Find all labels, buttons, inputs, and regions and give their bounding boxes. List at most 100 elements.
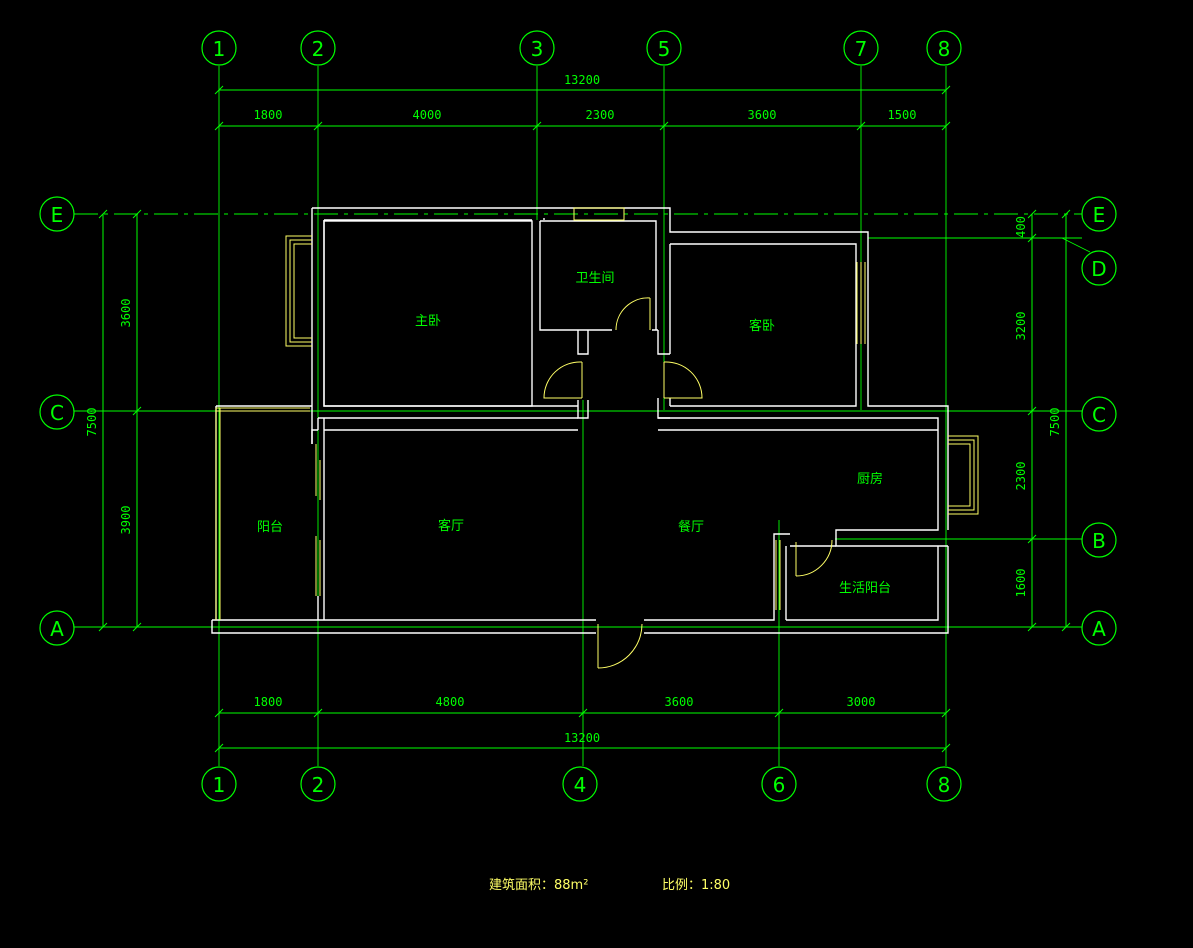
axis-bubble: [843, 30, 879, 66]
dim-label-right: 400: [1014, 216, 1028, 238]
axis-bubble: [761, 766, 797, 802]
wall-bathroom: [539, 220, 670, 355]
door-guest-bedroom: [663, 361, 703, 399]
axis-bubble: [39, 196, 75, 232]
wall-guest-bedroom: [669, 243, 857, 407]
axis-label-top-2: 2: [312, 37, 325, 61]
window-utility-balcony: [775, 540, 781, 610]
wall-living-top: [311, 417, 948, 620]
axis-label-bottom-6: 6: [773, 773, 786, 797]
room-label-balcony: 阳台: [257, 520, 283, 535]
dimension-labels: 13200 1800 4000 2300 3600 1500 1800 4800…: [85, 73, 1062, 745]
door-utility-balcony: [795, 539, 833, 577]
dim-tick: [1027, 622, 1037, 632]
axis-label-left-A: A: [50, 617, 64, 641]
left-axis-bubbles: E C A: [39, 196, 75, 646]
dim-tick: [774, 708, 784, 718]
axis-label-bottom-1: 1: [213, 773, 226, 797]
wall-living-inner: [324, 417, 949, 620]
dim-label-top: 1500: [888, 108, 917, 122]
axis-bubble: [1081, 610, 1117, 646]
dim-tick: [98, 209, 108, 219]
dim-tick: [132, 406, 142, 416]
window-balcony: [215, 407, 310, 620]
dim-tick: [578, 708, 588, 718]
room-label-living-room: 客厅: [438, 518, 464, 534]
dim-tick: [132, 622, 142, 632]
dim-tick: [1061, 622, 1071, 632]
room-label-master-bedroom: 主卧: [415, 314, 441, 329]
axis-label-top-3: 3: [531, 37, 544, 61]
axis-bubble: [926, 766, 962, 802]
dim-label-right: 3200: [1014, 312, 1028, 341]
scale-label: 比例：1:80: [662, 878, 730, 893]
dim-label-right: 2300: [1014, 462, 1028, 491]
dim-tick: [532, 121, 542, 131]
room-label-utility-balcony: 生活阳台: [839, 581, 891, 596]
dim-label-bottom-total: 13200: [564, 731, 600, 745]
dim-label-top: 2300: [586, 108, 615, 122]
dim-label-left: 3600: [119, 299, 133, 328]
wall-balcony: [215, 405, 312, 620]
axis-label-right-B: B: [1092, 529, 1106, 553]
axis-label-bottom-2: 2: [312, 773, 325, 797]
window-bathroom: [573, 207, 625, 221]
axis-bubble: [1081, 196, 1117, 232]
dim-tick: [941, 708, 951, 718]
sliding-door-balcony: [315, 444, 321, 596]
axis-leader-D: [1061, 237, 1091, 253]
room-label-guest-bedroom: 客卧: [749, 318, 775, 334]
door-master-bedroom: [543, 361, 583, 399]
dim-tick: [214, 121, 224, 131]
axis-label-right-A: A: [1092, 617, 1106, 641]
axis-bubble: [300, 30, 336, 66]
dim-tick: [98, 622, 108, 632]
axis-label-right-C: C: [1092, 403, 1106, 427]
axis-label-top-5: 5: [658, 37, 671, 61]
axis-bubble: [1081, 522, 1117, 558]
axis-bubble: [926, 30, 962, 66]
window-kitchen: [948, 435, 979, 515]
wall-master-bedroom: [323, 220, 533, 407]
dim-label-bottom: 1800: [254, 695, 283, 709]
axis-bubble: [646, 30, 682, 66]
dim-label-right: 1600: [1014, 569, 1028, 598]
dim-label-bottom: 3600: [665, 695, 694, 709]
axis-label-right-D: D: [1091, 257, 1106, 281]
top-axis-bubbles: 1 2 3 5 7 8: [201, 30, 962, 66]
dim-label-right-total: 7500: [1048, 408, 1062, 437]
dim-tick: [132, 209, 142, 219]
dim-tick: [1027, 233, 1037, 243]
wall-outline-lower: [211, 533, 949, 634]
axis-label-right-E: E: [1093, 203, 1106, 227]
axis-bubble: [201, 30, 237, 66]
openings: [215, 207, 979, 669]
dim-tick: [214, 708, 224, 718]
axis-bubble: [1081, 396, 1117, 432]
wall-corridor: [577, 398, 670, 419]
dim-label-left: 3900: [119, 506, 133, 535]
drawing-footer: 建筑面积：88m² 比例：1:80: [489, 877, 730, 893]
dim-tick: [941, 743, 951, 753]
window-guest-bedroom: [856, 262, 866, 344]
dim-label-bottom: 4800: [436, 695, 465, 709]
room-labels: 主卧 卫生间 客卧 阳台 客厅 餐厅 厨房 生活阳台: [257, 271, 891, 596]
dim-tick: [214, 85, 224, 95]
dim-label-top: 3600: [748, 108, 777, 122]
building-area-label: 建筑面积：88m²: [489, 877, 588, 893]
dim-tick: [941, 85, 951, 95]
dim-tick: [1027, 534, 1037, 544]
dim-tick: [1061, 209, 1071, 219]
door-bathroom: [615, 297, 651, 331]
axis-label-top-7: 7: [855, 37, 868, 61]
right-axis-bubbles: E D C B A: [1061, 196, 1117, 646]
axis-label-bottom-4: 4: [574, 773, 587, 797]
dim-tick: [1027, 209, 1037, 219]
room-label-dining-room: 餐厅: [678, 519, 704, 535]
wall-outline-upper: [311, 207, 949, 444]
axis-label-top-1: 1: [213, 37, 226, 61]
axis-label-top-8: 8: [938, 37, 951, 61]
axis-bubble: [519, 30, 555, 66]
dim-tick: [214, 743, 224, 753]
